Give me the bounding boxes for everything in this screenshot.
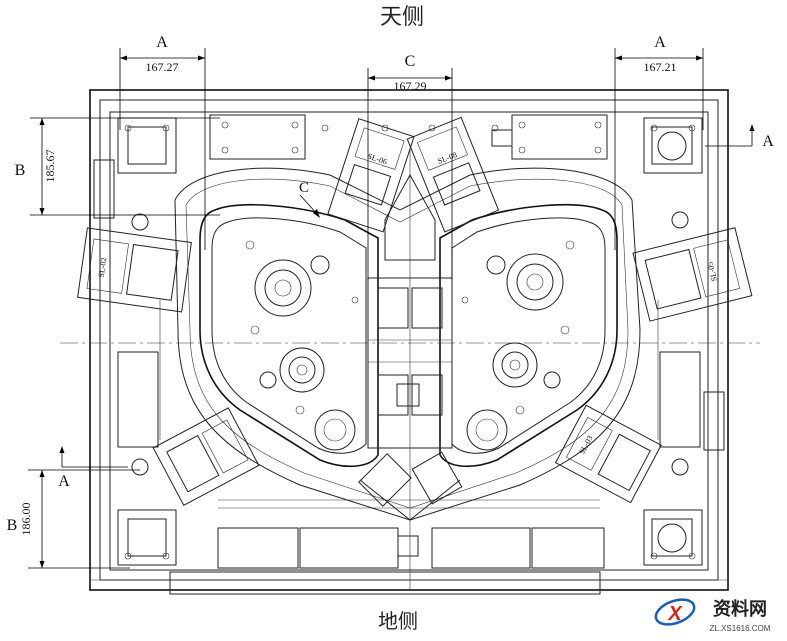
section-marker-c: C (299, 180, 320, 218)
dim-center-c-label: C (405, 53, 416, 70)
dim-top-b-value: 185.67 (43, 150, 57, 183)
watermark-orbit-icon (654, 598, 696, 626)
watermark-logo: X 资料网 ZL.XS1616.COM (654, 598, 771, 633)
corner-guide-blocks (117, 117, 703, 566)
center-runner-block (367, 150, 453, 590)
top-bolts (221, 121, 602, 154)
svg-text:X: X (667, 603, 683, 625)
mold-base-outline (89, 89, 729, 595)
section-a-right-label: A (762, 133, 774, 150)
section-marker-a-right: A (705, 124, 774, 150)
dimension-center-c: C 167.29 (367, 53, 453, 280)
dimension-bottom-b: B 186.00 (7, 469, 140, 569)
dimension-right-a: A 167.21 (614, 34, 704, 250)
top-bottom-plates (209, 114, 608, 569)
watermark-brand: 资料网 (713, 598, 767, 620)
slider-right: SL-05 (632, 227, 753, 322)
dim-bottom-b-value: 186.00 (19, 503, 33, 536)
slider-top-right: SL-08 (406, 116, 500, 233)
dim-left-a-label: A (156, 34, 168, 51)
dimension-left-a: A 167.27 (119, 34, 206, 250)
section-marker-a-left: A (58, 446, 128, 490)
slider-left: SL-02 (77, 227, 192, 313)
dim-top-b-label: B (15, 162, 26, 179)
dim-right-a-label: A (654, 34, 666, 51)
bottom-side-label: 地侧 (378, 609, 418, 633)
section-a-left-label: A (58, 473, 70, 490)
cylinder-features (131, 211, 689, 476)
watermark-url: ZL.XS1616.COM (710, 624, 771, 633)
dim-left-a-value: 167.27 (146, 60, 179, 74)
dim-center-c-value: 167.29 (394, 79, 427, 93)
slider-bottom-center (358, 451, 463, 521)
slider-top-left: SL-06 (327, 118, 415, 233)
side-plates (117, 300, 701, 448)
cavity-outline (174, 167, 641, 521)
slider-tag-top-right: SL-08 (436, 150, 458, 166)
dimension-top-b: B 185.67 (15, 117, 220, 216)
slider-bottom-right: SL-03 (554, 404, 662, 504)
section-c-label: C (299, 180, 309, 196)
slider-tag-top-left: SL-06 (366, 152, 388, 167)
dim-right-a-value: 167.21 (644, 60, 677, 74)
slider-tag-bottom-right: SL-03 (577, 434, 594, 456)
slider-bottom-left (152, 407, 260, 506)
top-side-label: 天侧 (380, 5, 424, 30)
dim-bottom-b-label: B (7, 517, 18, 534)
slider-tag-left: SL-02 (97, 257, 109, 278)
